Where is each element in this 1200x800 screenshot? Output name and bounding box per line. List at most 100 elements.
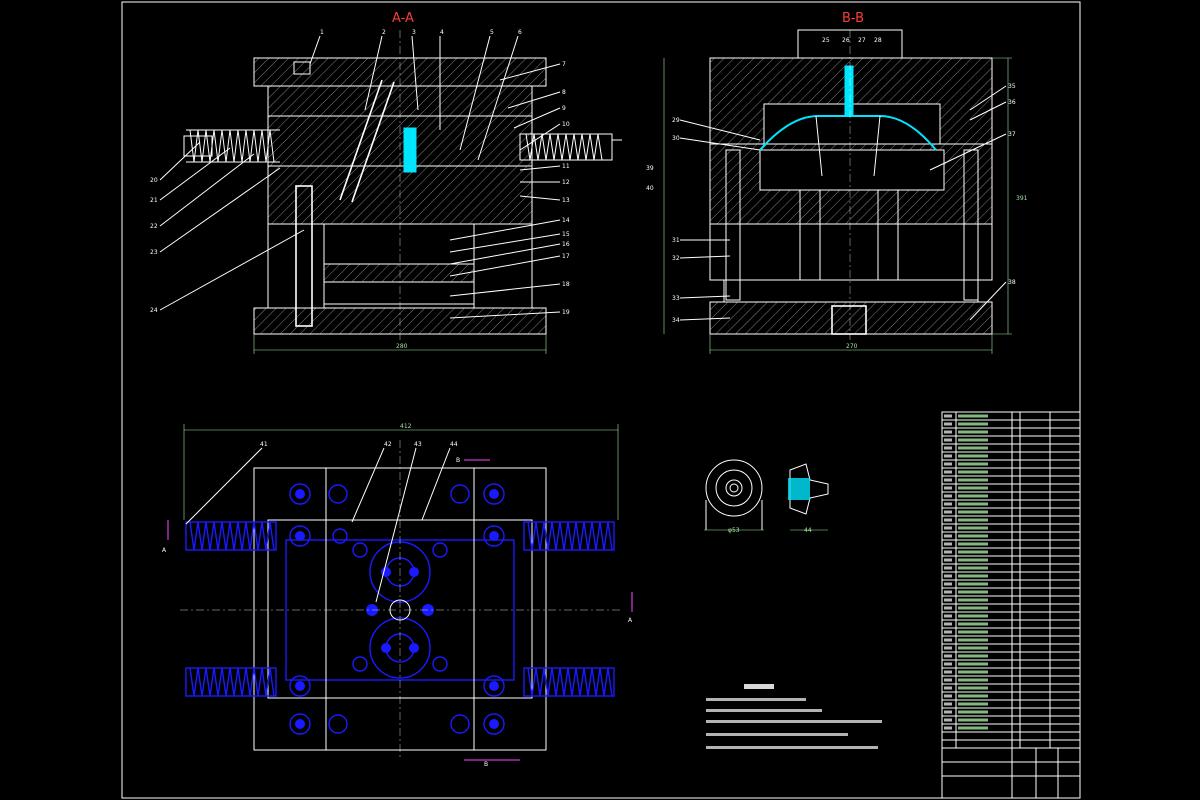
cut-mark-b-bottom: B bbox=[484, 761, 488, 768]
plan-num-41: 41 bbox=[260, 441, 268, 448]
plan-num-44: 44 bbox=[450, 441, 458, 448]
bom-cell-glyph bbox=[958, 590, 988, 594]
bb-num-36: 36 bbox=[1008, 99, 1016, 106]
bom-cell-glyph bbox=[944, 534, 952, 538]
bom-cell-glyph bbox=[944, 446, 952, 450]
bom-cell-glyph bbox=[958, 718, 988, 722]
bom-cell-glyph bbox=[944, 614, 952, 618]
bom-cell-glyph bbox=[958, 502, 988, 506]
aa-num-24: 24 bbox=[150, 307, 158, 314]
aa-num-21: 21 bbox=[150, 197, 158, 204]
bom-cell-glyph bbox=[958, 622, 988, 626]
plan-num-42: 42 bbox=[384, 441, 392, 448]
bom-cell-glyph bbox=[958, 494, 988, 498]
section-bb-view: B-B 270 391 bbox=[646, 11, 1028, 354]
aa-num-19: 19 bbox=[562, 309, 570, 316]
aa-num-8: 8 bbox=[562, 89, 566, 96]
bom-cell-glyph bbox=[944, 582, 952, 586]
bom-cell-glyph bbox=[944, 566, 952, 570]
plan-view: 412 bbox=[162, 423, 633, 768]
bb-num-25: 25 bbox=[822, 37, 830, 44]
bill-of-materials-table bbox=[941, 411, 1081, 749]
aa-num-16: 16 bbox=[562, 241, 570, 248]
bb-part-numbers: 25 26 27 28 29 30 31 32 33 34 35 36 37 3… bbox=[646, 37, 1016, 324]
technical-notes bbox=[706, 684, 882, 749]
bb-num-32: 32 bbox=[672, 255, 680, 262]
bom-cell-glyph bbox=[958, 702, 988, 706]
bom-cell-glyph bbox=[958, 670, 988, 674]
bom-cell-glyph bbox=[958, 430, 988, 434]
bom-cell-glyph bbox=[944, 606, 952, 610]
bom-cell-glyph bbox=[958, 654, 988, 658]
bom-cell-glyph bbox=[958, 414, 988, 418]
aa-num-6: 6 bbox=[518, 29, 522, 36]
dim-bb-width: 270 bbox=[846, 343, 858, 350]
bom-cell-glyph bbox=[944, 654, 952, 658]
bom-cell-glyph bbox=[944, 518, 952, 522]
bom-cell-glyph bbox=[958, 606, 988, 610]
bom-cell-glyph bbox=[958, 422, 988, 426]
bom-cell-glyph bbox=[944, 550, 952, 554]
part-detail-view: φ53 44 bbox=[704, 459, 829, 534]
bom-cell-glyph bbox=[958, 550, 988, 554]
bb-num-29: 29 bbox=[672, 117, 680, 124]
aa-num-13: 13 bbox=[562, 197, 570, 204]
aa-num-23: 23 bbox=[150, 249, 158, 256]
bom-cell-glyph bbox=[958, 598, 988, 602]
bom-cell-glyph bbox=[958, 694, 988, 698]
bom-cell-glyph bbox=[944, 718, 952, 722]
bb-num-28: 28 bbox=[874, 37, 882, 44]
aa-num-11: 11 bbox=[562, 163, 570, 170]
bom-cell-glyph bbox=[958, 646, 988, 650]
dim-aa-width: 280 bbox=[396, 343, 408, 350]
bom-cell-glyph bbox=[944, 662, 952, 666]
bom-cell-glyph bbox=[944, 646, 952, 650]
bom-cell-glyph bbox=[944, 670, 952, 674]
bb-leaders bbox=[679, 85, 1007, 321]
bom-cell-glyph bbox=[944, 710, 952, 714]
bb-num-33: 33 bbox=[672, 295, 680, 302]
aa-num-14: 14 bbox=[562, 217, 570, 224]
bom-cell-glyph bbox=[958, 518, 988, 522]
bom-cell-glyph bbox=[944, 454, 952, 458]
dim-part-diameter: φ53 bbox=[728, 527, 740, 534]
bom-cell-glyph bbox=[944, 638, 952, 642]
bb-num-27: 27 bbox=[858, 37, 866, 44]
section-aa-view: A-A 280 bbox=[150, 11, 622, 354]
aa-num-18: 18 bbox=[562, 281, 570, 288]
cut-mark-a-right: A bbox=[628, 617, 633, 624]
aa-num-12: 12 bbox=[562, 179, 570, 186]
bom-cell-glyph bbox=[944, 502, 952, 506]
bom-cell-glyph bbox=[944, 590, 952, 594]
bom-cell-glyph bbox=[944, 558, 952, 562]
bb-num-39: 39 bbox=[646, 165, 654, 172]
bom-cell-glyph bbox=[944, 574, 952, 578]
aa-num-2: 2 bbox=[382, 29, 386, 36]
bom-cell-glyph bbox=[944, 726, 952, 730]
aa-num-10: 10 bbox=[562, 121, 570, 128]
cut-mark-a-left: A bbox=[162, 547, 167, 554]
dim-plan-width: 412 bbox=[400, 423, 412, 430]
bb-num-35: 35 bbox=[1008, 83, 1016, 90]
bom-cell-glyph bbox=[958, 526, 988, 530]
aa-num-7: 7 bbox=[562, 61, 566, 68]
bom-cell-glyph bbox=[944, 414, 952, 418]
aa-leaders bbox=[159, 35, 561, 319]
bom-cell-glyph bbox=[958, 678, 988, 682]
bom-cell-glyph bbox=[944, 694, 952, 698]
bom-cell-glyph bbox=[958, 638, 988, 642]
sheet-border bbox=[121, 1, 1081, 799]
bom-cell-glyph bbox=[958, 510, 988, 514]
bom-cell-glyph bbox=[944, 702, 952, 706]
bom-cell-glyph bbox=[958, 470, 988, 474]
aa-num-22: 22 bbox=[150, 223, 158, 230]
bom-cell-glyph bbox=[944, 494, 952, 498]
bom-cell-glyph bbox=[944, 422, 952, 426]
bom-cell-glyph bbox=[958, 574, 988, 578]
bom-cell-glyph bbox=[958, 542, 988, 546]
bom-cell-glyph bbox=[944, 678, 952, 682]
bb-num-34: 34 bbox=[672, 317, 680, 324]
bom-cell-glyph bbox=[958, 486, 988, 490]
aa-num-9: 9 bbox=[562, 105, 566, 112]
